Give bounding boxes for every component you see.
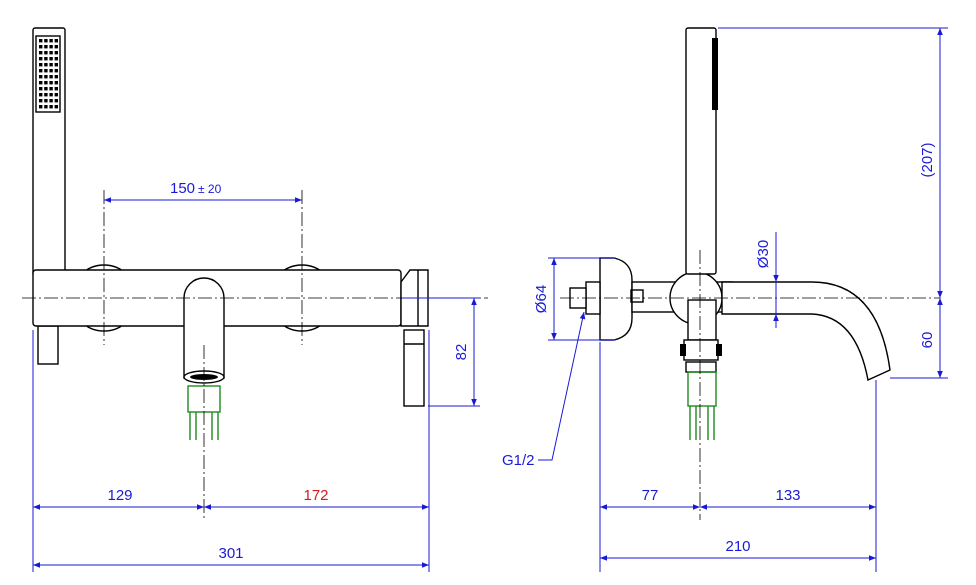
nozzle-dot <box>44 105 48 109</box>
hand-shower-side <box>685 27 718 341</box>
nozzle-dot <box>54 105 58 109</box>
dimension-207-value: (207) <box>919 142 936 177</box>
nozzle-dot <box>49 93 53 97</box>
lever-handle <box>400 269 429 407</box>
nozzle-dot <box>39 81 43 85</box>
dimension-spacing-tolerance: ± 20 <box>198 182 222 196</box>
nozzle-dot <box>44 57 48 61</box>
diverter <box>680 339 722 373</box>
nozzle-dot <box>49 75 53 79</box>
dimension-60-value: 60 <box>919 332 936 349</box>
nozzle-dot <box>49 45 53 49</box>
connector-side <box>687 371 717 440</box>
dimension-133-value: 133 <box>775 487 800 504</box>
dimension-diameter-30-value: Ø30 <box>755 240 772 268</box>
dimension-diameter-64-value: Ø64 <box>533 285 550 313</box>
dimension-301-value: 301 <box>218 545 243 562</box>
dimension-172-value: 172 <box>303 487 328 504</box>
nozzle-dot <box>39 63 43 67</box>
nozzle-dot <box>54 81 58 85</box>
nozzle-dot <box>39 93 43 97</box>
shower-nozzle-grid <box>39 39 58 109</box>
nozzle-dot <box>49 69 53 73</box>
nozzle-dot <box>49 99 53 103</box>
side-view: Ø64 Ø30 (207) 60 77 133 210 G1/2 <box>502 27 948 572</box>
nozzle-dot <box>44 39 48 43</box>
nozzle-dot <box>39 69 43 73</box>
nozzle-dot <box>39 39 43 43</box>
front-view: 150 ± 20 82 129 172 301 <box>22 27 488 572</box>
nozzle-dot <box>54 87 58 91</box>
nozzle-dot <box>49 63 53 67</box>
nozzle-dot <box>54 39 58 43</box>
nozzle-dot <box>44 93 48 97</box>
spout-front <box>183 277 225 384</box>
nozzle-dot <box>44 81 48 85</box>
nozzle-dot <box>54 69 58 73</box>
nozzle-dot <box>44 45 48 49</box>
nozzle-dot <box>44 69 48 73</box>
nozzle-dot <box>49 51 53 55</box>
thread-label: G1/2 <box>502 452 535 469</box>
nozzle-dot <box>39 87 43 91</box>
dimension-82-value: 82 <box>453 344 470 361</box>
nozzle-dot <box>54 45 58 49</box>
nozzle-dot <box>54 51 58 55</box>
nozzle-dot <box>54 75 58 79</box>
nozzle-dot <box>39 57 43 61</box>
nozzle-dot <box>49 81 53 85</box>
nozzle-dot <box>54 93 58 97</box>
nozzle-dot <box>39 99 43 103</box>
nozzle-dot <box>44 51 48 55</box>
spout-side <box>721 281 891 382</box>
dimension-spacing-value: 150 <box>170 180 195 197</box>
nozzle-dot <box>39 45 43 49</box>
nozzle-dot <box>54 63 58 67</box>
nozzle-dot <box>54 99 58 103</box>
nozzle-dot <box>44 63 48 67</box>
dimension-210-value: 210 <box>725 538 750 555</box>
nozzle-dot <box>44 75 48 79</box>
nozzle-dot <box>39 75 43 79</box>
dimension-77-value: 77 <box>642 487 659 504</box>
nozzle-dot <box>39 51 43 55</box>
nozzle-dot <box>49 105 53 109</box>
nozzle-dot <box>44 87 48 91</box>
dimension-129-value: 129 <box>107 487 132 504</box>
nozzle-dot <box>49 57 53 61</box>
nozzle-dot <box>49 39 53 43</box>
nozzle-dot <box>39 105 43 109</box>
nozzle-dot <box>49 87 53 91</box>
thread-leader <box>538 311 586 461</box>
nozzle-dot <box>54 57 58 61</box>
wall-plate <box>599 257 633 341</box>
nozzle-dot <box>44 99 48 103</box>
